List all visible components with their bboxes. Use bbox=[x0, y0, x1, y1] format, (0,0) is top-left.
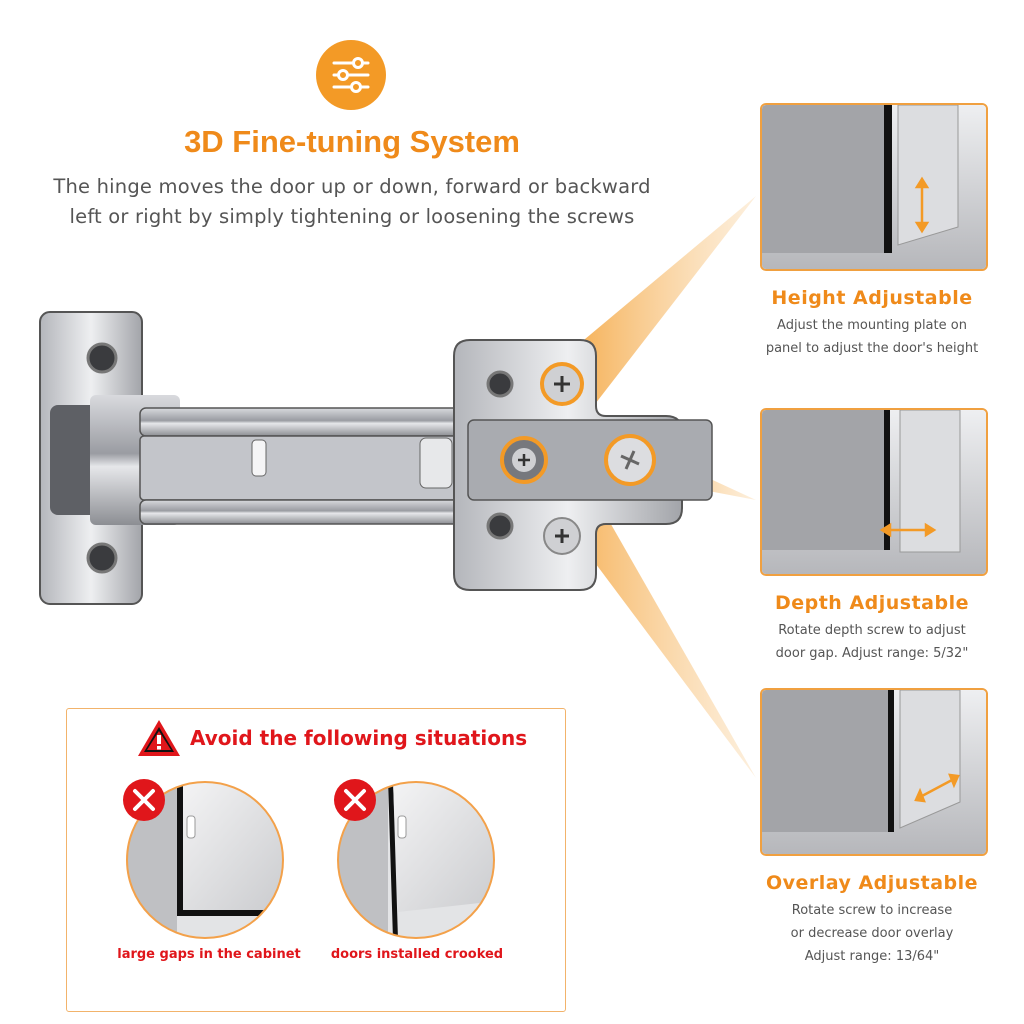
depth-screw bbox=[500, 436, 548, 484]
depth-desc-line-2: door gap. Adjust range: 5/32" bbox=[775, 646, 969, 661]
height-adjust-title: Height Adjustable bbox=[771, 287, 973, 309]
beam-height bbox=[560, 196, 756, 408]
overlay-adjust-title: Overlay Adjustable bbox=[765, 872, 979, 894]
beam-overlay bbox=[548, 470, 756, 778]
hinge-arm-bottom bbox=[139, 499, 461, 525]
case-crooked-door-label: doors installed crooked bbox=[330, 947, 504, 962]
overlay-desc-line-1: Rotate screw to increase bbox=[791, 903, 953, 918]
vertical-arrow-icon bbox=[914, 176, 930, 234]
overlay-desc-line-3: Adjust range: 13/64" bbox=[804, 949, 940, 964]
description-line-2: left or right by simply tightening or lo… bbox=[69, 205, 635, 228]
overlay-adjust-desc: Rotate screw to increase or decrease doo… bbox=[744, 899, 1000, 968]
error-x-icon bbox=[122, 778, 166, 827]
height-desc-line-2: panel to adjust the door's height bbox=[765, 341, 979, 356]
page-description: The hinge moves the door up or down, for… bbox=[0, 172, 704, 232]
avoid-title: Avoid the following situations bbox=[190, 726, 528, 750]
description-line-1: The hinge moves the door up or down, for… bbox=[53, 175, 651, 198]
height-adjust-desc: Adjust the mounting plate on panel to ad… bbox=[744, 314, 1000, 360]
plate-screw-hole-top bbox=[86, 342, 118, 374]
depth-adjust-desc: Rotate depth screw to adjust door gap. A… bbox=[744, 619, 1000, 665]
horizontal-arrow-icon bbox=[879, 522, 937, 538]
case-large-gaps-label: large gaps in the cabinet bbox=[117, 947, 301, 962]
lower-screw bbox=[543, 517, 581, 555]
depth-desc-line-1: Rotate depth screw to adjust bbox=[778, 623, 966, 638]
plate-screw-hole-bottom bbox=[86, 542, 118, 574]
cup-screw-hole-top bbox=[486, 370, 514, 398]
error-x-icon bbox=[333, 778, 377, 827]
warning-icon bbox=[136, 718, 182, 763]
hinge-arm-top bbox=[139, 407, 461, 437]
height-desc-line-1: Adjust the mounting plate on bbox=[777, 318, 967, 333]
cup-screw-hole-bottom bbox=[486, 512, 514, 540]
depth-adjust-panel bbox=[760, 408, 988, 576]
sliders-icon bbox=[316, 40, 386, 110]
depth-adjust-title: Depth Adjustable bbox=[774, 592, 970, 614]
overlay-screw bbox=[604, 434, 656, 486]
height-screw bbox=[540, 362, 584, 406]
overlay-desc-line-2: or decrease door overlay bbox=[790, 926, 954, 941]
page-title: 3D Fine-tuning System bbox=[184, 124, 520, 159]
diagonal-arrow-icon bbox=[914, 773, 960, 803]
avoid-situations-box bbox=[66, 708, 566, 1012]
hinge-arm-main bbox=[139, 435, 461, 501]
hinge-illustration bbox=[39, 311, 713, 605]
height-adjust-panel bbox=[760, 103, 988, 271]
overlay-adjust-panel bbox=[760, 688, 988, 856]
